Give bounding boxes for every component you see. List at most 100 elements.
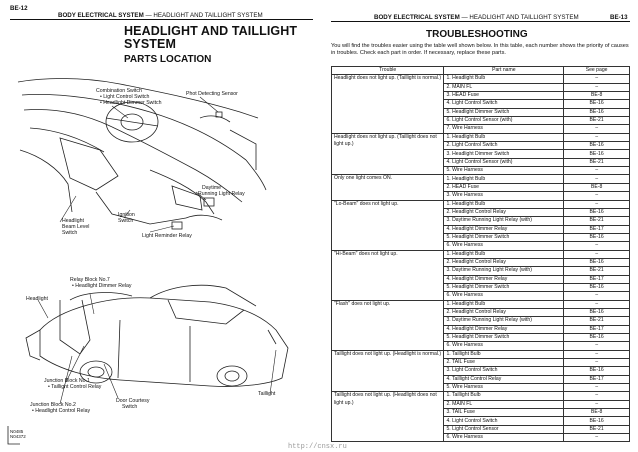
part-name-cell: 2. Headlight Control Relay [443, 207, 565, 218]
callout-relay-block-7: Relay Block No.7 • Headlight Dimmer Rela… [70, 277, 131, 289]
table-row: Headlight does not light up. (Taillight … [330, 74, 630, 134]
dashboard-drawing [17, 78, 267, 230]
part-name-cell: 3. Wire Harness [443, 191, 565, 201]
see-page-cell: – [563, 191, 630, 201]
part-name-cell: 1. Headlight Bulb [443, 174, 565, 184]
see-page-cell: – [563, 358, 630, 368]
trouble-cell: Taillight does not light up. (Headlight … [330, 349, 445, 393]
part-name-cell: 2. Headlight Control Relay [443, 257, 565, 268]
page-corner-marks [7, 426, 20, 445]
see-page-cell: – [563, 82, 630, 93]
part-name-cell: 3. HEAD Fuse [443, 91, 565, 101]
part-name-cell: 4. Light Control Switch [443, 99, 565, 109]
see-page-cell: BE-21 [563, 266, 630, 276]
table-body: Headlight does not light up. (Taillight … [330, 74, 630, 443]
callout-ignition-switch: Ignition Switch [118, 212, 135, 224]
part-name-cell: 2. MAIN FL [443, 82, 565, 93]
trouble-cell: Headlight does not light up. (Taillight … [330, 132, 445, 176]
left-page-header: BE-12 [10, 5, 28, 12]
door-label-2: Switch [122, 404, 138, 410]
headlight-dimmer-relay-label: • Headlight Dimmer Relay [72, 283, 132, 289]
part-name-cell: 1. Headlight Bulb [443, 74, 565, 84]
callout-taillight: Taillight [258, 391, 276, 397]
callout-light-reminder-relay: Light Reminder Relay [142, 233, 192, 239]
callout-photo-sensor: Phot Detecting Sensor [186, 91, 238, 97]
see-page-cell: BE-16 [563, 207, 630, 218]
see-page-cell: BE-17 [563, 324, 630, 335]
part-name-cell: 2. HEAD Fuse [443, 182, 565, 193]
callout-junction-block-2: Junction Block No.2 • Headlight Control … [30, 402, 90, 414]
left-page-title: HEADLIGHT AND TAILLIGHT SYSTEM [124, 25, 297, 51]
see-page-cell: – [563, 349, 630, 360]
col-part-name: Part name [443, 65, 565, 76]
part-name-cell: 3. Light Control Switch [443, 366, 565, 376]
see-page-cell: – [563, 74, 630, 84]
right-page-number-wrap: BE-13 [610, 14, 628, 21]
callout-junction-block-1: Junction Block No.1 • Taillight Control … [44, 378, 101, 390]
part-name-cell: 2. TAIL Fuse [443, 358, 565, 368]
part-name-cell: 1. Headlight Bulb [443, 199, 565, 209]
headlight-dimmer-switch-label: • Headlight Dimmer Switch [100, 100, 162, 106]
part-name-cell: 4. Light Control Switch [443, 416, 565, 426]
see-page-cell: – [563, 199, 630, 209]
right-header-title: BODY ELECTRICAL SYSTEM — HEADLIGHT AND T… [374, 14, 579, 21]
see-page-cell: BE-16 [563, 257, 630, 268]
taillight-control-relay-label: • Taillight Control Relay [48, 384, 102, 390]
see-page-cell: BE-8 [563, 408, 630, 418]
trouble-cell: "Flash" does not light up. [330, 299, 445, 351]
relay-block-7-label: Relay Block No.7 [70, 277, 110, 283]
car-leader-lines [37, 293, 277, 405]
daytime-label-1: Daytime [202, 185, 222, 191]
troubleshooting-intro: You will find the troubles easier using … [331, 43, 629, 56]
see-page-cell: BE-16 [563, 416, 630, 426]
see-page-cell: – [563, 383, 630, 393]
trouble-cell: Headlight does not light up. (Taillight … [330, 74, 445, 134]
left-header-topic: HEADLIGHT AND TAILLIGHT SYSTEM [153, 12, 263, 19]
part-name-cell: 3. Daytime Running Light Relay (with) [443, 216, 565, 226]
part-name-cell: 2. Headlight Control Relay [443, 307, 565, 318]
part-name-cell: 3. Daytime Running Light Relay (with) [443, 266, 565, 276]
see-page-cell: BE-16 [563, 366, 630, 376]
callout-door-courtesy-switch: Door Courtesy Switch [116, 398, 149, 410]
part-name-cell: 1. Headlight Bulb [443, 249, 565, 259]
see-page-cell: – [563, 391, 630, 401]
callout-beam-level-switch: Headlight Beam Level Switch [62, 218, 89, 236]
part-name-cell: 5. Headlight Dimmer Switch [443, 107, 565, 118]
figure-id-2: N04372 [10, 434, 26, 439]
see-page-cell: BE-16 [563, 149, 630, 159]
part-name-cell: 5. Light Control Sensor [443, 424, 565, 435]
see-page-cell: BE-8 [563, 182, 630, 193]
part-name-cell: 3. TAIL Fuse [443, 408, 565, 418]
see-page-cell: BE-16 [563, 332, 630, 343]
figure-id-1: N0485 [10, 429, 24, 434]
beam-label-2: Beam Level [62, 224, 90, 230]
part-name-cell: 5. Wire Harness [443, 166, 565, 176]
part-name-cell: 5. Headlight Dimmer Switch [443, 332, 565, 343]
callout-combination-switch: Combination Switch • Light Control Switc… [96, 88, 162, 106]
trouble-cell: Taillight does not light up. (Headlight … [330, 391, 445, 443]
troubleshooting-heading: TROUBLESHOOTING [426, 29, 528, 40]
see-page-cell: BE-16 [563, 107, 630, 118]
see-page-cell: BE-21 [563, 424, 630, 435]
part-name-cell: 6. Wire Harness [443, 433, 565, 443]
callout-daytime-relay: Daytime Running Light Relay [198, 185, 245, 197]
watermark: http://cnsx.ru [288, 443, 347, 451]
part-name-cell: 1. Headlight Bulb [443, 132, 565, 143]
table-row: Taillight does not light up. (Headlight … [330, 349, 630, 393]
see-page-cell: BE-16 [563, 99, 630, 109]
left-title-line2: SYSTEM [124, 37, 176, 51]
see-page-cell: – [563, 241, 630, 251]
see-page-cell: BE-21 [563, 116, 630, 126]
table-row: Only one light comes ON.1. Headlight Bul… [330, 174, 630, 201]
see-page-cell: – [563, 341, 630, 351]
part-name-cell: 3. Headlight Dimmer Switch [443, 149, 565, 159]
jb2-relay-label: • Headlight Control Relay [32, 408, 91, 414]
table-row: "Flash" does not light up.1. Headlight B… [330, 299, 630, 351]
part-name-cell: 2. Light Control Switch [443, 141, 565, 151]
right-page-number: BE-13 [610, 14, 628, 21]
part-name-cell: 7. Wire Harness [443, 124, 565, 134]
jb1-label: Junction Block No.1 [44, 378, 90, 384]
part-name-cell: 5. Wire Harness [443, 383, 565, 393]
parts-location-heading: PARTS LOCATION [124, 54, 212, 65]
part-name-cell: 6. Wire Harness [443, 291, 565, 301]
